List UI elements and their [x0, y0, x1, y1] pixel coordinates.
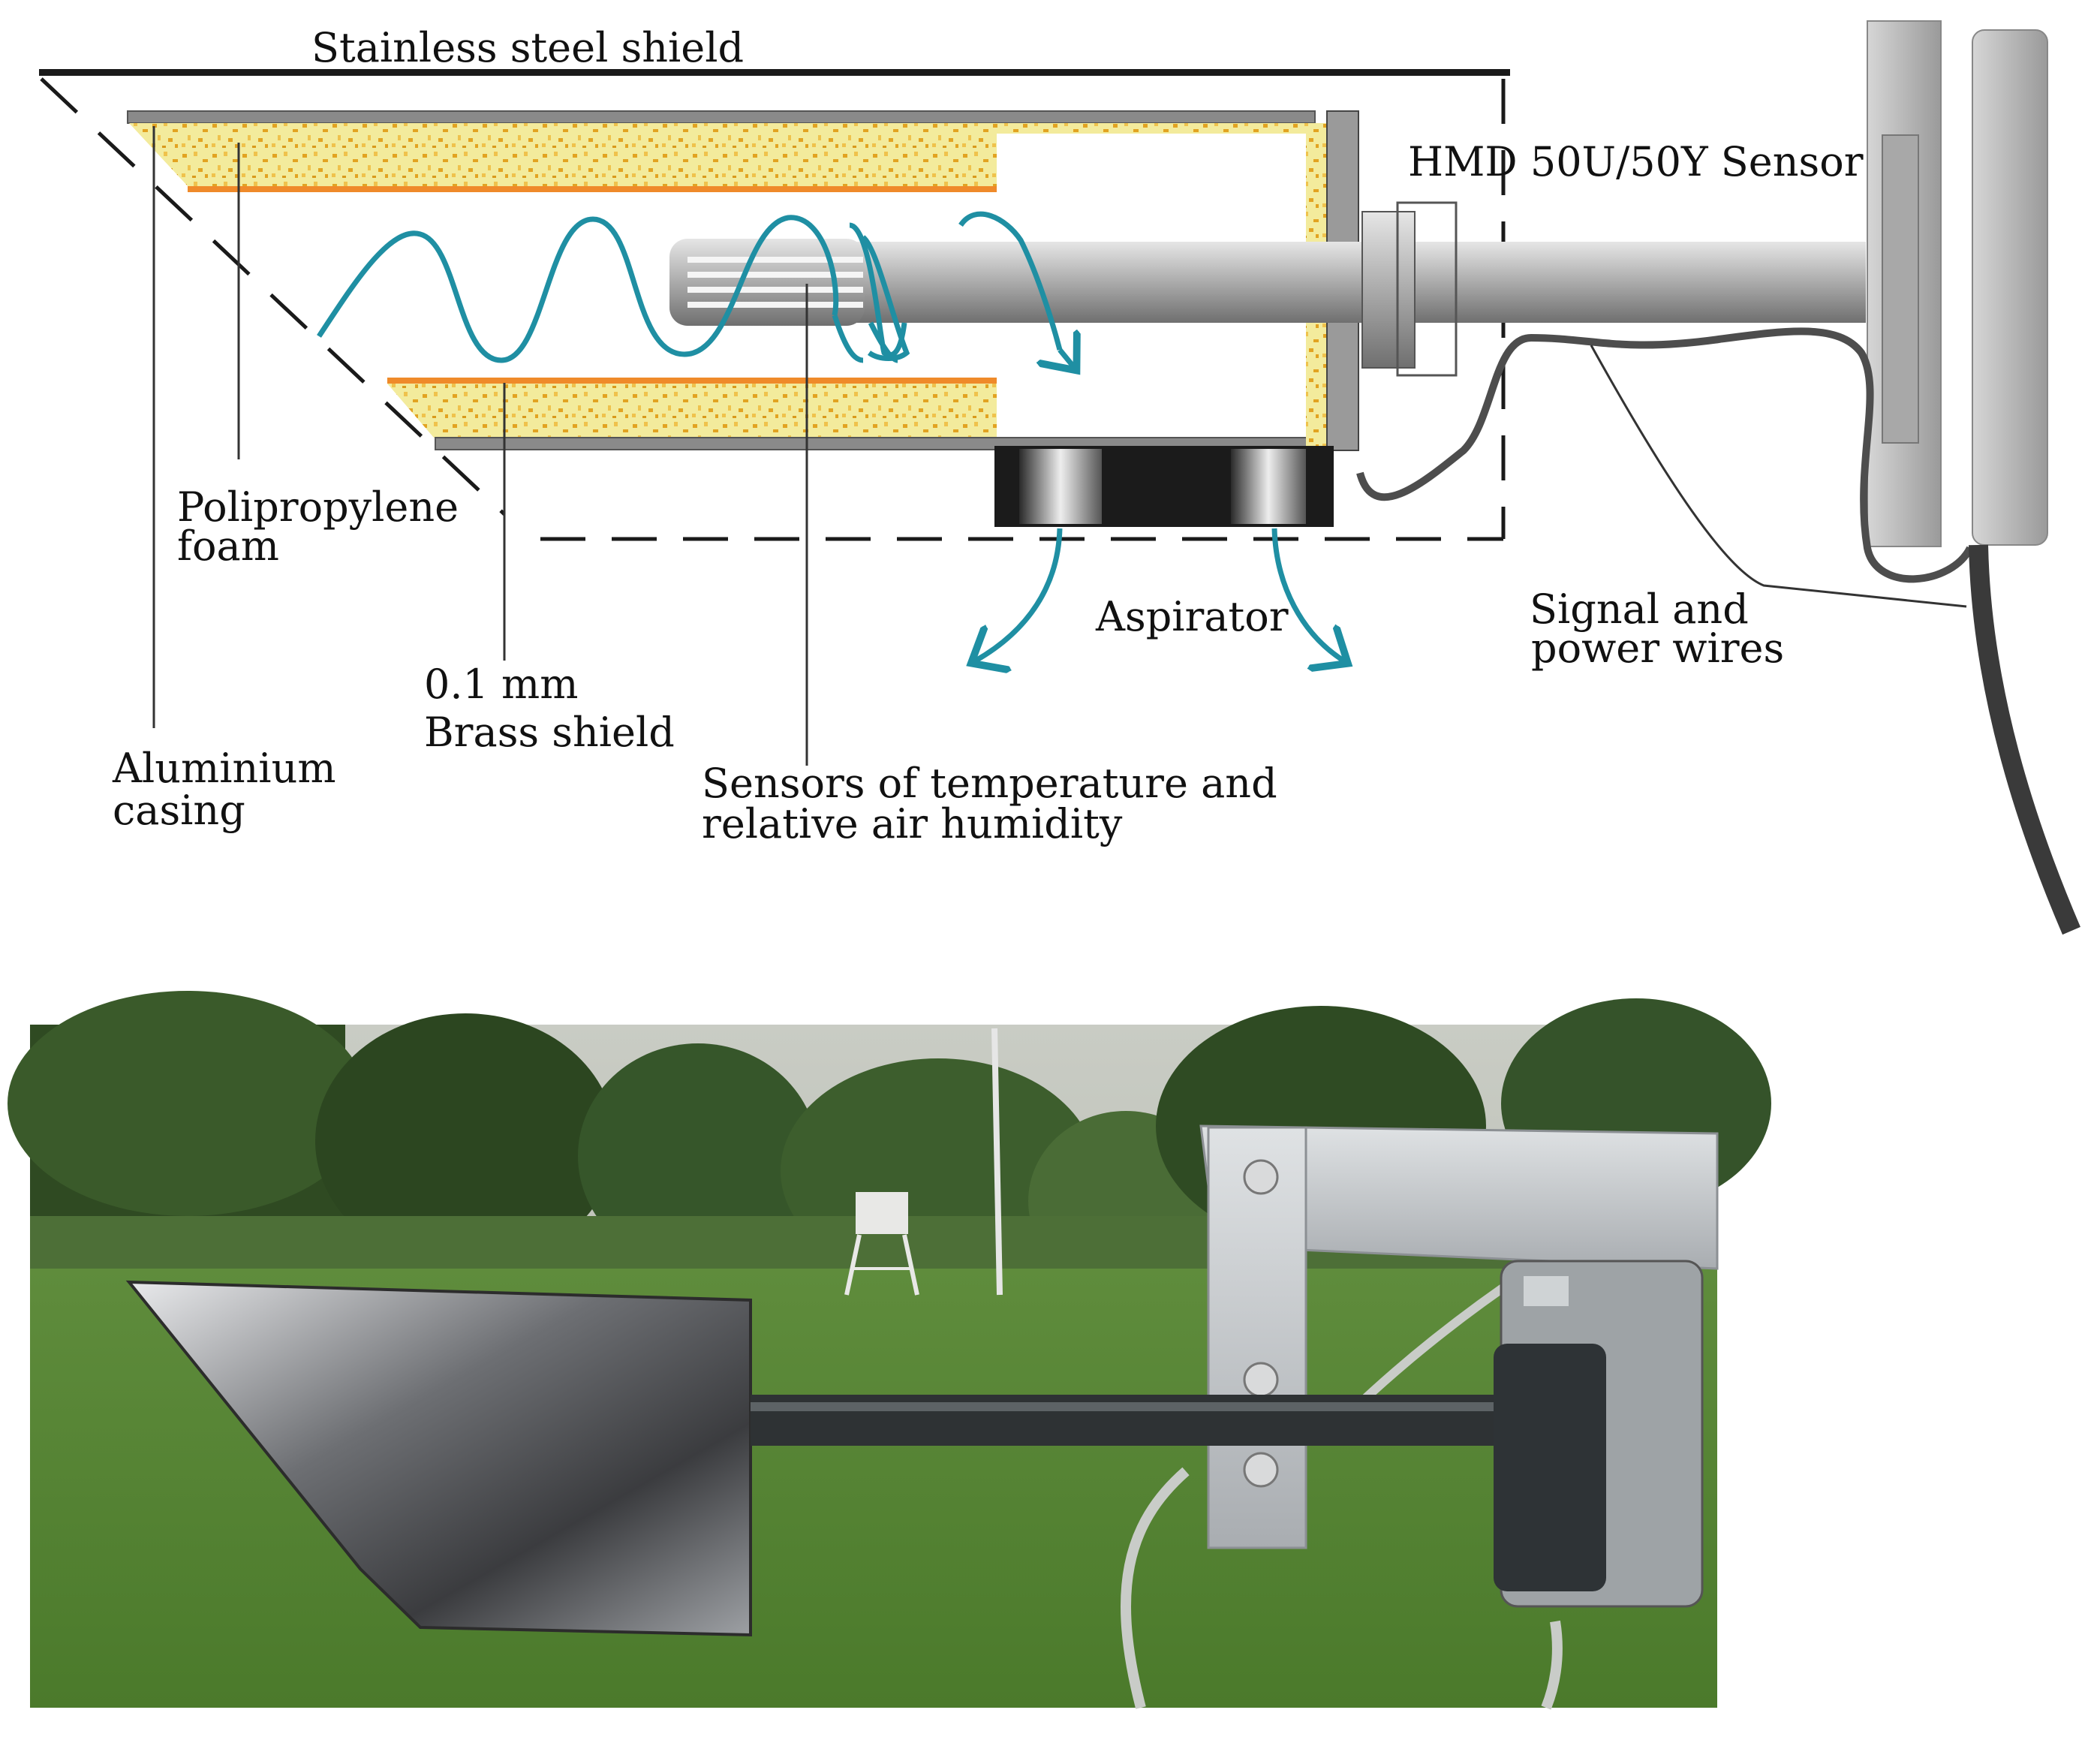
photo-cable-1	[1121, 1467, 1190, 1709]
steel-radiation-shield	[125, 1280, 752, 1637]
label-wires-line1: Signal and	[1530, 586, 1749, 633]
shield-dashed-diagonal	[40, 77, 506, 516]
label-casing-line2: casing	[113, 787, 245, 834]
power-cable	[1969, 544, 2080, 935]
lower-brass-shield	[387, 378, 997, 384]
exhaust-arrow-left	[976, 528, 1063, 661]
aspirator-rotor-right	[1231, 449, 1306, 524]
label-brass-line2: Brass shield	[424, 709, 675, 756]
sensor-tube	[856, 242, 1866, 323]
label-foam-line2: foam	[177, 522, 279, 570]
transmitter-label	[1524, 1276, 1569, 1306]
cable-gland	[1361, 211, 1416, 369]
signal-wire	[1356, 327, 1974, 583]
mast-slot	[1882, 134, 1919, 444]
installation-photo	[8, 991, 1771, 1710]
upper-brass-shield	[188, 186, 997, 192]
airflow-spiral-loop-3	[1060, 350, 1073, 366]
distant-mast	[991, 1028, 1003, 1296]
exhaust-arrow-right	[1271, 528, 1343, 661]
photo-probe-highlight	[751, 1402, 1524, 1411]
aluminium-casing-top	[127, 110, 1316, 124]
label-wires-line2: power wires	[1531, 625, 1784, 672]
label-brass-line1: 0.1 mm	[424, 661, 578, 708]
upper-foam	[129, 123, 1327, 188]
aspirator-rotor-left	[1019, 449, 1102, 524]
cable-gland-nut	[1396, 201, 1458, 377]
lower-foam	[387, 384, 997, 438]
airflow-spiral	[317, 211, 1063, 363]
label-sensor-model: HMD 50U/50Y Sensor	[1408, 138, 1864, 185]
label-casing-line1: Aluminium	[112, 745, 336, 792]
mounting-bracket	[1972, 29, 2048, 546]
distant-weather-screen	[844, 1192, 919, 1296]
transmitter-housing	[1494, 1344, 1606, 1591]
label-stainless-shield: Stainless steel shield	[311, 24, 744, 71]
label-aspirator: Aspirator	[1095, 593, 1289, 640]
airflow-spiral-loop-2	[861, 235, 910, 361]
stainless-shield-top	[39, 69, 1510, 76]
diagram: Stainless steel shield HMD 50U/50Y Senso…	[39, 20, 2080, 935]
label-foam-line1: Polipropylene	[177, 483, 459, 531]
photo-cable-3	[1541, 1620, 1563, 1710]
label-sensors-line1: Sensors of temperature and	[702, 760, 1277, 807]
leader-lines	[152, 126, 1967, 766]
label-sensors-line2: relative air humidity	[702, 800, 1123, 847]
